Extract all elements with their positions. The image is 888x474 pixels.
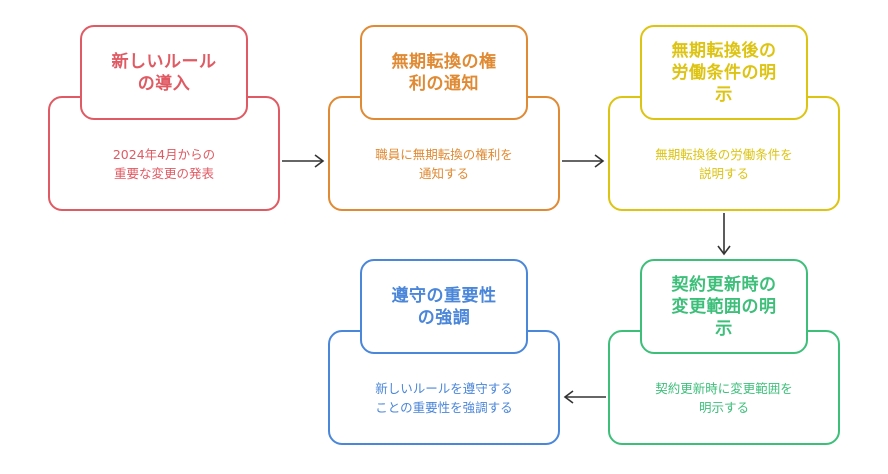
step-description: 新しいルールを遵守する ことの重要性を強調する bbox=[375, 380, 513, 415]
step-title: 無期転換の権 利の通知 bbox=[391, 51, 497, 94]
step-title-box: 新しいルール の導入 bbox=[80, 25, 248, 120]
step-description: 職員に無期転換の権利を 通知する bbox=[375, 146, 513, 181]
step-title: 無期転換後の 労働条件の明 示 bbox=[671, 40, 777, 105]
arrow-right-icon bbox=[282, 154, 325, 168]
step-title-box: 遵守の重要性 の強調 bbox=[360, 259, 528, 354]
step-description: 契約更新時に変更範囲を 明示する bbox=[655, 380, 793, 415]
step-description: 無期転換後の労働条件を 説明する bbox=[655, 146, 793, 181]
step-title: 遵守の重要性 の強調 bbox=[391, 285, 497, 328]
arrow-left-icon bbox=[563, 390, 606, 404]
arrow-down-icon bbox=[717, 213, 731, 256]
step-title: 契約更新時の 変更範囲の明 示 bbox=[671, 274, 777, 339]
step-description: 2024年4月からの 重要な変更の発表 bbox=[112, 146, 216, 181]
step-title-box: 契約更新時の 変更範囲の明 示 bbox=[640, 259, 808, 354]
step-title-box: 無期転換の権 利の通知 bbox=[360, 25, 528, 120]
arrow-right-icon bbox=[562, 154, 605, 168]
step-title-box: 無期転換後の 労働条件の明 示 bbox=[640, 25, 808, 120]
step-title: 新しいルール の導入 bbox=[111, 51, 217, 94]
